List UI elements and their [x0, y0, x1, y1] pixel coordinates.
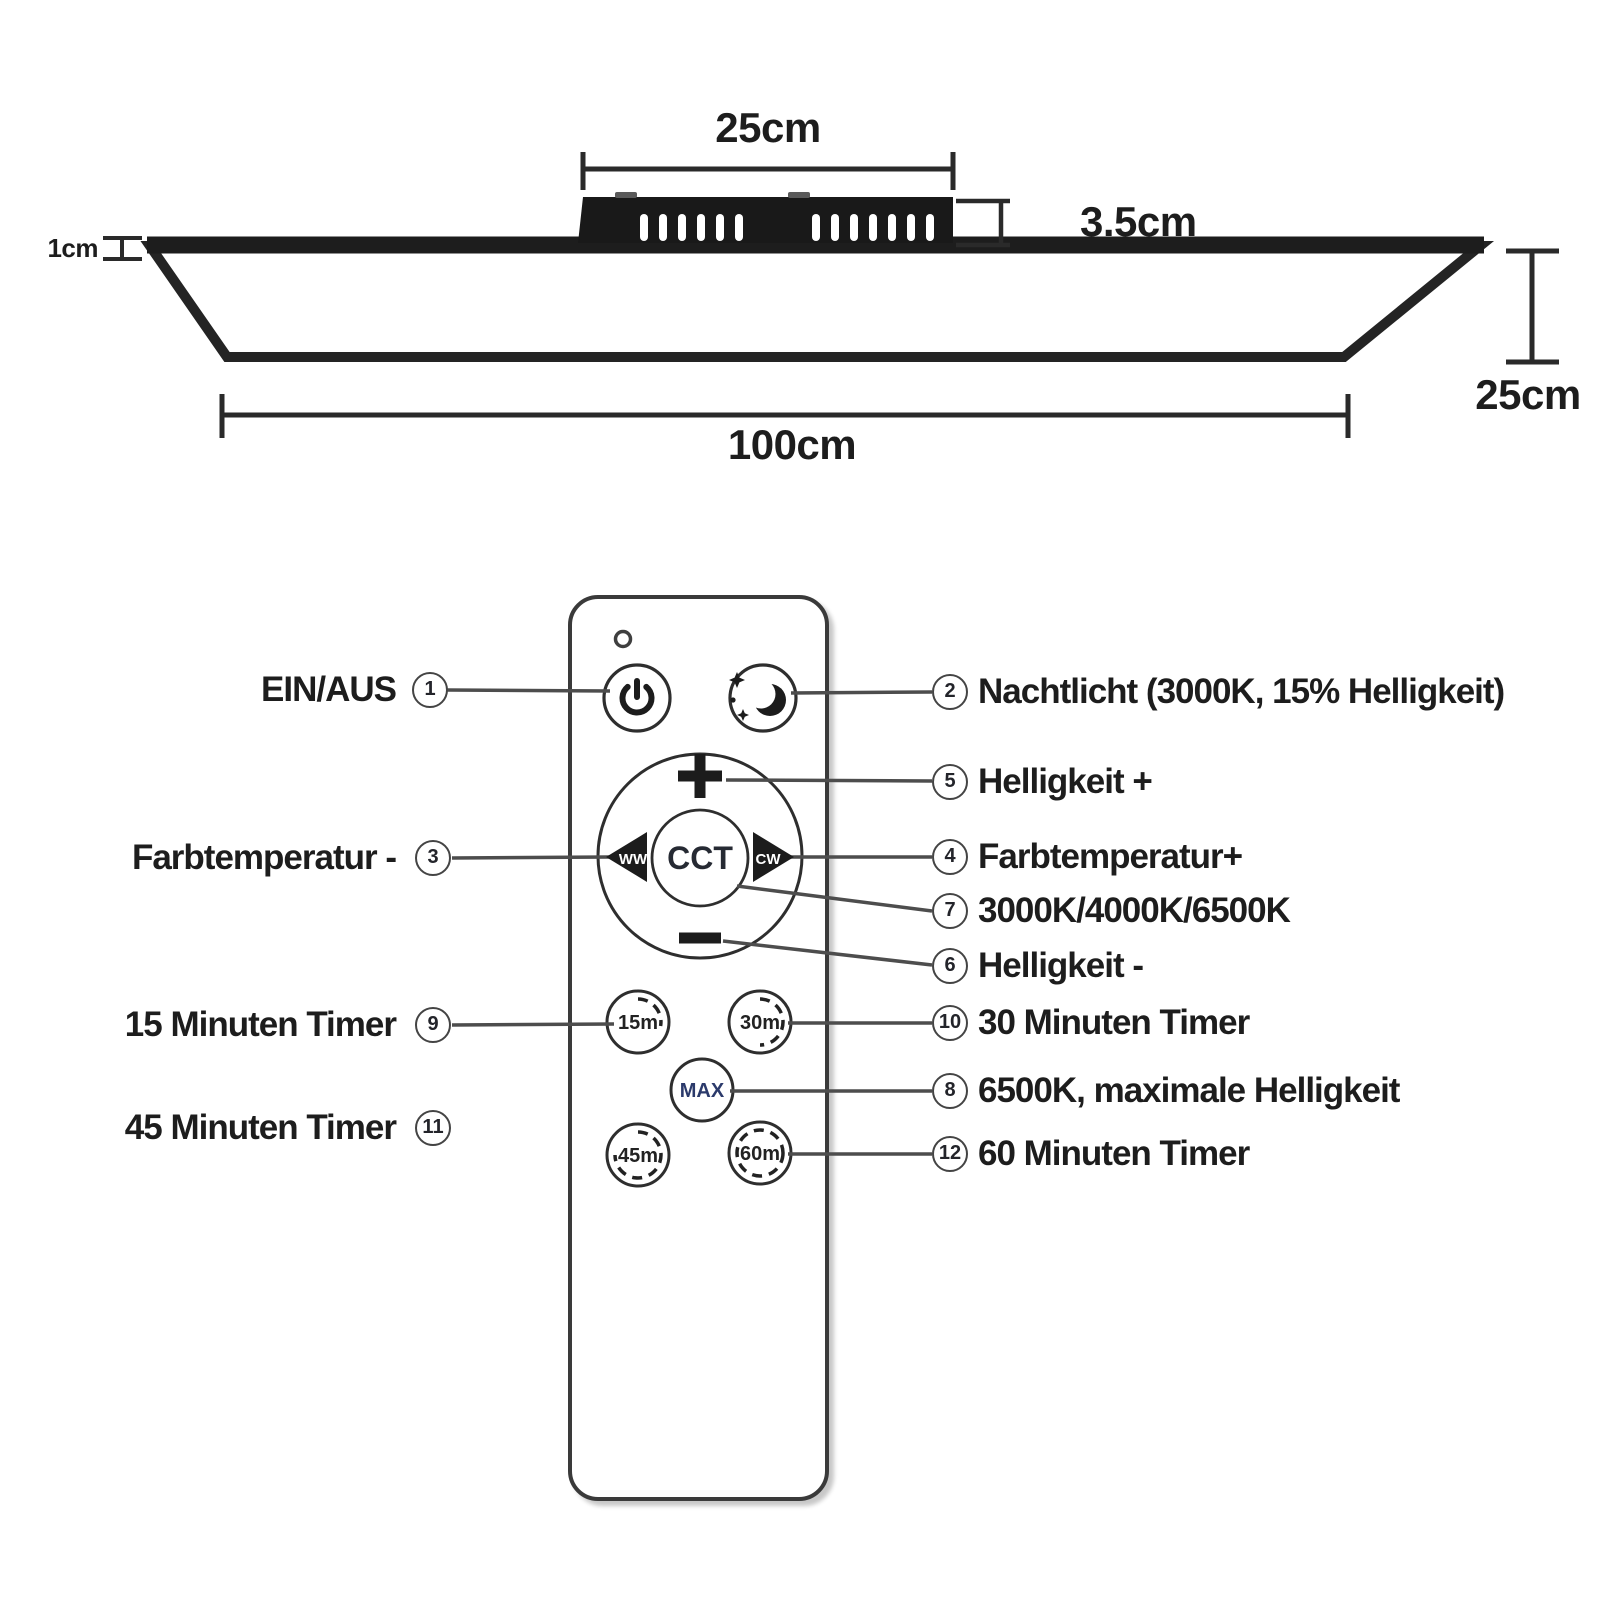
mounting-box	[578, 192, 953, 243]
ceiling-panel-drawing	[103, 152, 1559, 438]
dim-panel-depth-label: 25cm	[1475, 371, 1581, 418]
dim-box-width-label: 25cm	[715, 104, 821, 151]
timer-30-arc	[759, 997, 785, 1047]
callout-label-ein-aus: EIN/AUS	[261, 670, 397, 709]
brightness-plus-icon[interactable]	[678, 754, 722, 798]
callout-num-7: 7	[932, 893, 968, 929]
led-indicator	[613, 629, 633, 649]
cool-white-arrow-icon[interactable]	[753, 832, 794, 882]
callout-num-5: 5	[932, 764, 968, 800]
timer-60-label: 60m	[740, 1143, 780, 1165]
callout-num-11: 11	[415, 1110, 451, 1146]
ww-label: WW	[619, 851, 648, 868]
power-icon	[619, 678, 655, 716]
callout-num-9: 9	[415, 1007, 451, 1043]
dimension-lines	[219, 152, 1559, 438]
callout-num-4: 4	[932, 839, 968, 875]
warm-white-arrow-icon[interactable]	[606, 832, 647, 882]
max-label: MAX	[680, 1080, 725, 1102]
callout-num-12: 12	[932, 1136, 968, 1172]
frame-thickness-symbol	[103, 236, 142, 261]
dim-panel-length-label: 100cm	[727, 421, 857, 468]
panel-frame	[140, 241, 1495, 362]
callout-lines	[446, 688, 933, 1156]
timer-15-arc	[637, 997, 663, 1027]
timer-45-arc	[613, 1130, 663, 1180]
callout-label-farbtemp-minus: Farbtemperatur -	[131, 838, 397, 877]
remote-button-glyphs: WW CW CCT 15m 30m MAX 45m 60m	[606, 672, 794, 1180]
cw-label: CW	[756, 851, 782, 868]
remote-control-body	[568, 595, 829, 1501]
callout-num-10: 10	[932, 1005, 968, 1041]
timer-15-label: 15m	[618, 1012, 658, 1034]
callout-num-3: 3	[415, 840, 451, 876]
cct-label: CCT	[667, 840, 733, 876]
callout-label-timer-60: 60 Minuten Timer	[978, 1134, 1250, 1173]
timer-45-label: 45m	[618, 1145, 658, 1167]
callout-label-nachtlicht: Nachtlicht (3000K, 15% Helligkeit)	[978, 672, 1505, 711]
callout-label-farbtemp-plus: Farbtemperatur+	[978, 837, 1243, 876]
callout-label-helligkeit-minus: Helligkeit -	[978, 946, 1144, 985]
callout-num-6: 6	[932, 948, 968, 984]
timer-arcs	[613, 997, 785, 1180]
box-height-bracket	[956, 198, 1010, 248]
timer-60-arc	[735, 1128, 785, 1178]
callout-label-timer-15: 15 Minuten Timer	[124, 1005, 397, 1044]
night-light-icon	[729, 672, 786, 721]
callout-num-1: 1	[412, 672, 448, 708]
timer-30-label: 30m	[740, 1012, 780, 1034]
callout-label-timer-45: 45 Minuten Timer	[124, 1108, 397, 1147]
dim-frame-thickness-label: 1cm	[47, 233, 98, 263]
dim-box-height-label: 3.5cm	[1080, 198, 1197, 245]
callout-num-2: 2	[932, 674, 968, 710]
callout-label-max-helligkeit: 6500K, maximale Helligkeit	[978, 1071, 1400, 1110]
screw-mark	[788, 192, 810, 198]
callout-num-8: 8	[932, 1073, 968, 1109]
cct-center-button[interactable]	[650, 808, 750, 908]
vent-slots	[640, 214, 934, 241]
callout-label-helligkeit-plus: Helligkeit +	[978, 762, 1153, 801]
screw-mark	[615, 192, 637, 198]
callout-label-kelvin-steps: 3000K/4000K/6500K	[978, 891, 1291, 930]
callout-label-timer-30: 30 Minuten Timer	[978, 1003, 1250, 1042]
